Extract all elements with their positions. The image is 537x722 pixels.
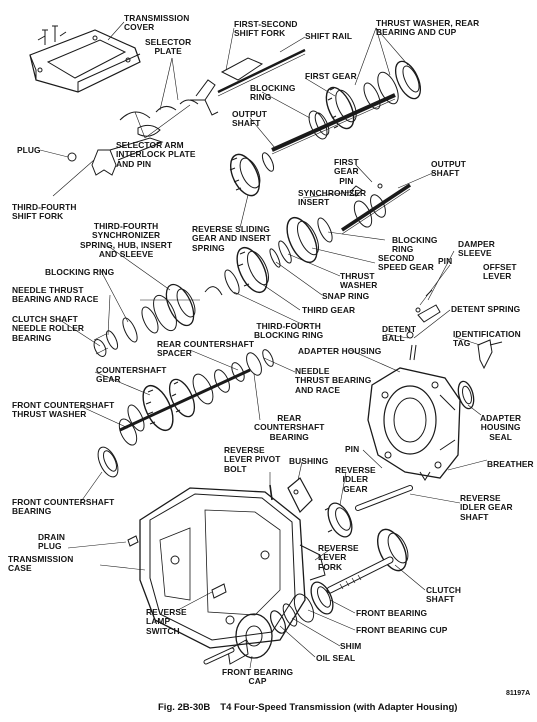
label-front-countershaft-bearing: FRONT COUNTERSHAFT BEARING [12,497,115,517]
label-bushing: BUSHING [289,456,329,466]
label-output-shaft-right: OUTPUT SHAFT [431,159,467,179]
label-reverse-lamp-switch: REVERSE LAMP SWITCH [146,607,187,636]
adapter-housing-part [367,289,503,481]
output-shaft-gears [229,60,422,235]
label-blocking-ring-right: BLOCKING RING [392,235,438,255]
label-second-speed-gear: SECOND SPEED GEAR [378,253,434,273]
label-rear-countershaft-bearing: REAR COUNTERSHAFT BEARING [254,413,325,442]
figure-caption: Fig. 2B-30B T4 Four-Speed Transmission (w… [158,702,467,713]
label-adapter-housing: ADAPTER HOUSING [298,346,382,356]
caption-fig-number: Fig. 2B-30B [158,702,211,713]
label-front-countershaft-thrust-washer: FRONT COUNTERSHAFT THRUST WASHER [12,400,115,420]
label-pin-mid: PIN [345,444,360,454]
caption-title: T4 Four-Speed Transmission (with Adapter… [220,702,458,713]
label-first-gear-pin: FIRST GEAR PIN [334,157,359,186]
label-reverse-idler-gear: REVERSE IDLER GEAR [335,465,376,494]
label-reverse-lever-fork: REVERSE LEVER FORK [318,543,359,572]
label-third-fourth-shift-fork: THIRD-FOURTH SHIFT FORK [12,202,77,222]
label-selector-plate: SELECTOR PLATE [145,37,192,57]
label-countershaft-gear: COUNTERSHAFT GEAR [96,365,167,385]
label-snap-ring: SNAP RING [322,291,370,301]
label-shim: SHIM [340,641,362,651]
label-adapter-housing-seal: ADAPTER HOUSING SEAL [480,413,522,442]
label-damper-sleeve: DAMPER SLEEVE [458,239,495,259]
label-drain-plug: DRAIN PLUG [38,532,66,552]
label-oil-seal: OIL SEAL [316,653,356,663]
countershaft-gears [97,349,274,478]
label-first-gear: FIRST GEAR [305,71,357,81]
label-thrust-washer-rear: THRUST WASHER, REAR BEARING AND CUP [376,18,480,38]
leader-lines [39,21,488,669]
label-offset-lever: OFFSET LEVER [483,262,517,282]
label-output-shaft-left: OUTPUT SHAFT [232,109,268,129]
label-clutch-shaft: CLUTCH SHAFT [426,585,462,605]
transmission-case-part [127,484,306,649]
label-plug: PLUG [17,145,41,155]
label-rear-countershaft-spacer: REAR COUNTERSHAFT SPACER [157,339,255,359]
shift-rail-part [217,48,306,97]
label-third-gear: THIRD GEAR [302,305,356,315]
label-blocking-ring-left: BLOCKING RING [45,267,115,277]
label-pin-top: PIN [438,256,453,266]
transmission-cover-part [29,25,141,93]
label-reverse-idler-gear-shaft: REVERSE IDLER GEAR SHAFT [460,493,513,522]
label-needle-thrust-bearing-race: NEEDLE THRUST BEARING AND RACE [12,285,99,305]
label-third-fourth-synchronizer: THIRD-FOURTH SYNCHRONIZER SPRING, HUB, I… [80,221,173,260]
label-transmission-cover: TRANSMISSION COVER [124,13,190,33]
mainshaft-gears [93,216,333,357]
label-identification-tag: IDENTIFICATION TAG [453,329,521,349]
label-detent-ball: DETENT BALL [382,324,417,344]
reverse-idler-part [287,477,413,581]
label-transmission-case: TRANSMISSION CASE [8,554,74,574]
clutch-shaft-part [203,528,409,665]
label-clutch-shaft-needle: CLUTCH SHAFT NEEDLE ROLLER BEARING [12,314,85,343]
label-selector-arm: SELECTOR ARM INTERLOCK PLATE AND PIN [116,140,196,169]
label-first-second-shift-fork: FIRST-SECOND SHIFT FORK [234,19,298,39]
figure-code: 81197A [506,690,531,697]
label-thrust-washer: THRUST WASHER [340,271,378,291]
label-third-fourth-blocking-ring: THIRD-FOURTH BLOCKING RING [254,321,324,341]
label-shift-rail: SHIFT RAIL [305,31,353,41]
label-front-bearing-cap: FRONT BEARING CAP [222,667,294,687]
shift-forks-part [67,57,264,176]
label-detent-spring: DETENT SPRING [451,304,521,314]
label-front-bearing: FRONT BEARING [356,608,428,618]
label-synchronizer-insert: SYNCHRONIZER INSERT [298,188,367,208]
label-breather: BREATHER [487,459,534,469]
label-reverse-lever-pivot-bolt: REVERSE LEVER PIVOT BOLT [224,445,281,474]
label-blocking-ring-top: BLOCKING RING [250,83,296,103]
label-needle-thrust-bearing-race-2: NEEDLE THRUST BEARING AND RACE [295,366,372,395]
label-front-bearing-cup: FRONT BEARING CUP [356,625,448,635]
label-reverse-sliding-gear: REVERSE SLIDING GEAR AND INSERT SPRING [192,224,271,253]
